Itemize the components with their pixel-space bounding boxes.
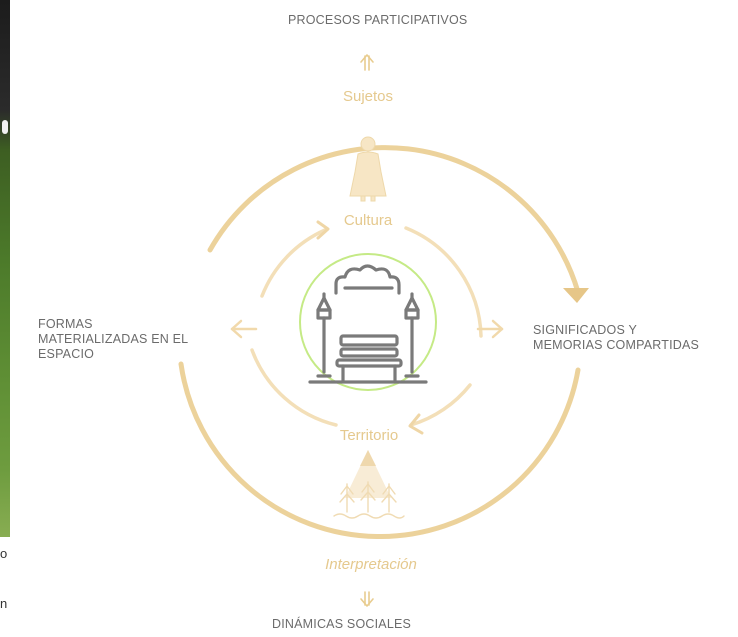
cropped-side-text-1: o [0, 546, 8, 561]
inner-ring-bottom-left-arc [250, 348, 338, 427]
up-arrow-icon [360, 54, 374, 71]
photo-highlight [2, 120, 8, 134]
left-label-formas: FORMAS MATERIALIZADAS EN EL ESPACIO [38, 317, 188, 362]
center-circle [299, 253, 437, 391]
outer-ring-top-arc [207, 145, 581, 295]
label-cultura: Cultura [343, 212, 393, 229]
right-arrow-icon [476, 319, 504, 339]
outer-ring-bottom-arc [178, 361, 581, 540]
inner-ring-top-right-arc [404, 226, 483, 338]
label-interpretacion: Interpretación [325, 556, 417, 573]
cropped-photo-strip [0, 0, 10, 537]
bottom-label-dinamicas: DINÁMICAS SOCIALES [272, 617, 412, 631]
inner-ring-bottom-right-arc [409, 383, 472, 427]
left-label-line-3: ESPACIO [38, 347, 95, 361]
label-sujetos: Sujetos [342, 88, 394, 105]
mountain-forest-icon [333, 450, 405, 519]
inner-arrowhead-territorio [408, 413, 424, 435]
left-label-line-2: MATERIALIZADAS EN EL [38, 332, 189, 346]
left-arrow-icon [230, 319, 258, 339]
inner-ring-top-left-arc [260, 228, 327, 298]
cropped-side-text-2: n [0, 596, 8, 611]
right-label-line-2: MEMORIAS COMPARTIDAS [533, 338, 700, 352]
down-arrow-icon [360, 591, 374, 607]
right-label-significados: SIGNIFICADOS Y MEMORIAS COMPARTIDAS [533, 323, 699, 353]
outer-ring-arrowhead [563, 288, 589, 303]
park-bench-lamps-cloud-icon [308, 264, 428, 384]
inner-arrowhead-cultura [316, 220, 330, 240]
label-territorio: Territorio [339, 427, 399, 444]
person-icon [349, 136, 387, 202]
top-label-procesos: PROCESOS PARTICIPATIVOS [288, 13, 468, 27]
right-label-line-1: SIGNIFICADOS Y [533, 323, 637, 337]
left-label-line-1: FORMAS [38, 317, 93, 331]
